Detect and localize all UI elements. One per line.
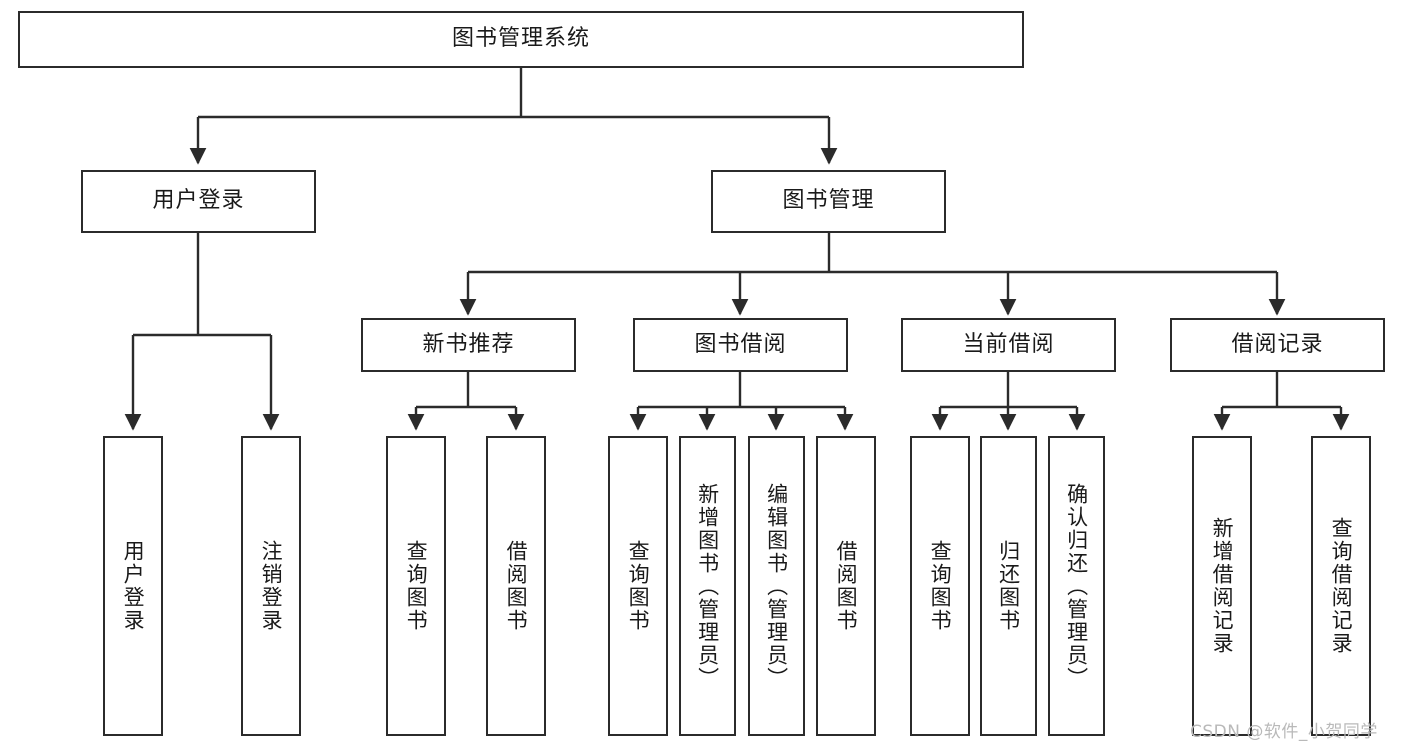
- watermark-text: CSDN @软件_小贺同学: [1190, 722, 1378, 742]
- leaf-query-borrow-record-label: 查询借阅记录: [1329, 517, 1354, 655]
- node-book-borrow[interactable]: 图书借阅: [633, 318, 848, 372]
- leaf-query-book-2-label: 查询图书: [626, 540, 651, 632]
- leaf-user-login[interactable]: 用户登录: [103, 436, 163, 736]
- node-new-book-recommend[interactable]: 新书推荐: [361, 318, 576, 372]
- leaf-borrow-book-1[interactable]: 借阅图书: [486, 436, 546, 736]
- leaf-query-book-3[interactable]: 查询图书: [910, 436, 970, 736]
- leaf-add-borrow-record-label: 新增借阅记录: [1210, 517, 1235, 655]
- leaf-query-book-1[interactable]: 查询图书: [386, 436, 446, 736]
- node-book-manage-label: 图书管理: [782, 188, 875, 214]
- leaf-borrow-book-2-label: 借阅图书: [834, 540, 859, 632]
- node-book-borrow-label: 图书借阅: [694, 331, 787, 357]
- leaf-add-borrow-record[interactable]: 新增借阅记录: [1192, 436, 1252, 736]
- leaf-edit-book[interactable]: 编辑图书（管理员）: [748, 436, 805, 736]
- node-user-login[interactable]: 用户登录: [81, 170, 316, 233]
- leaf-return-book[interactable]: 归还图书: [980, 436, 1037, 736]
- node-book-manage[interactable]: 图书管理: [711, 170, 946, 233]
- node-root[interactable]: 图书管理系统: [18, 11, 1024, 68]
- leaf-confirm-return[interactable]: 确认归还（管理员）: [1048, 436, 1105, 736]
- leaf-query-book-2[interactable]: 查询图书: [608, 436, 668, 736]
- node-current-borrow[interactable]: 当前借阅: [901, 318, 1116, 372]
- node-user-login-label: 用户登录: [152, 188, 245, 214]
- leaf-borrow-book-2[interactable]: 借阅图书: [816, 436, 876, 736]
- leaf-confirm-return-label: 确认归还（管理员）: [1064, 482, 1089, 690]
- leaf-return-book-label: 归还图书: [996, 540, 1021, 632]
- node-root-label: 图书管理系统: [451, 26, 590, 52]
- node-borrow-record[interactable]: 借阅记录: [1170, 318, 1385, 372]
- node-current-borrow-label: 当前借阅: [962, 331, 1055, 357]
- leaf-user-login-label: 用户登录: [121, 540, 146, 632]
- leaf-edit-book-label: 编辑图书（管理员）: [764, 482, 789, 690]
- leaf-add-book-label: 新增图书（管理员）: [695, 482, 720, 690]
- node-borrow-record-label: 借阅记录: [1231, 331, 1324, 357]
- leaf-query-book-1-label: 查询图书: [404, 540, 429, 632]
- leaf-add-book[interactable]: 新增图书（管理员）: [679, 436, 736, 736]
- leaf-query-book-3-label: 查询图书: [928, 540, 953, 632]
- leaf-borrow-book-1-label: 借阅图书: [504, 540, 529, 632]
- node-new-book-recommend-label: 新书推荐: [422, 331, 515, 357]
- leaf-query-borrow-record[interactable]: 查询借阅记录: [1311, 436, 1371, 736]
- leaf-logout-login-label: 注销登录: [259, 540, 284, 632]
- leaf-logout-login[interactable]: 注销登录: [241, 436, 301, 736]
